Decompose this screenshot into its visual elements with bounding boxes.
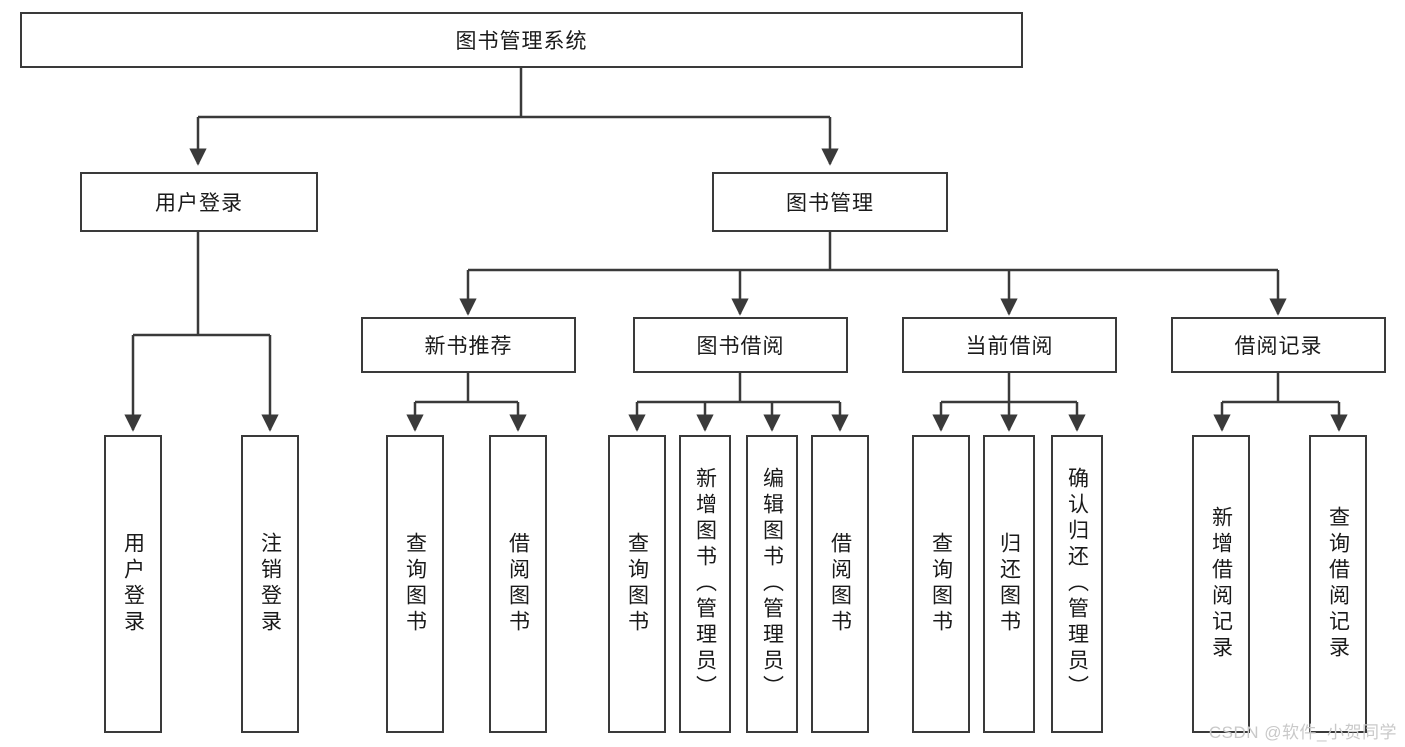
node-book-borrow-label: 图书借阅 bbox=[696, 335, 785, 358]
node-root-label: 图书管理系统 bbox=[455, 30, 588, 53]
node-leaf-query-book-1[interactable]: 查询图书 bbox=[386, 435, 444, 733]
node-root[interactable]: 图书管理系统 bbox=[20, 12, 1023, 68]
node-leaf-query-book-2-label: 查询图书 bbox=[625, 532, 649, 636]
node-borrow-record[interactable]: 借阅记录 bbox=[1171, 317, 1386, 373]
node-leaf-query-book-3-label: 查询图书 bbox=[929, 532, 953, 636]
node-borrow-record-label: 借阅记录 bbox=[1234, 335, 1323, 358]
node-leaf-confirm-return-label: 确认归还（管理员） bbox=[1065, 467, 1089, 701]
node-leaf-edit-book-label: 编辑图书（管理员） bbox=[760, 467, 784, 701]
node-leaf-borrow-book-2[interactable]: 借阅图书 bbox=[811, 435, 869, 733]
node-user-login-label: 用户登录 bbox=[155, 192, 243, 215]
node-leaf-add-record-label: 新增借阅记录 bbox=[1209, 506, 1233, 662]
node-leaf-add-book-label: 新增图书（管理员） bbox=[693, 467, 717, 701]
node-new-book-recommend-label: 新书推荐 bbox=[424, 335, 513, 358]
node-leaf-query-book-1-label: 查询图书 bbox=[403, 532, 427, 636]
node-leaf-confirm-return[interactable]: 确认归还（管理员） bbox=[1051, 435, 1103, 733]
node-new-book-recommend[interactable]: 新书推荐 bbox=[361, 317, 576, 373]
node-book-manage-label: 图书管理 bbox=[786, 192, 874, 215]
node-leaf-return-book-label: 归还图书 bbox=[997, 532, 1021, 636]
node-leaf-add-book[interactable]: 新增图书（管理员） bbox=[679, 435, 731, 733]
node-leaf-borrow-book-1-label: 借阅图书 bbox=[506, 532, 530, 636]
node-leaf-edit-book[interactable]: 编辑图书（管理员） bbox=[746, 435, 798, 733]
node-leaf-query-book-2[interactable]: 查询图书 bbox=[608, 435, 666, 733]
node-current-borrow-label: 当前借阅 bbox=[965, 335, 1054, 358]
node-leaf-borrow-book-2-label: 借阅图书 bbox=[828, 532, 852, 636]
node-current-borrow[interactable]: 当前借阅 bbox=[902, 317, 1117, 373]
node-user-login[interactable]: 用户登录 bbox=[80, 172, 318, 232]
node-leaf-return-book[interactable]: 归还图书 bbox=[983, 435, 1035, 733]
node-book-manage[interactable]: 图书管理 bbox=[712, 172, 948, 232]
node-leaf-add-record[interactable]: 新增借阅记录 bbox=[1192, 435, 1250, 733]
node-leaf-user-login-label: 用户登录 bbox=[121, 532, 145, 636]
node-leaf-user-logout[interactable]: 注销登录 bbox=[241, 435, 299, 733]
node-leaf-borrow-book-1[interactable]: 借阅图书 bbox=[489, 435, 547, 733]
node-leaf-query-record-label: 查询借阅记录 bbox=[1326, 506, 1350, 662]
node-leaf-user-login[interactable]: 用户登录 bbox=[104, 435, 162, 733]
node-leaf-query-book-3[interactable]: 查询图书 bbox=[912, 435, 970, 733]
node-leaf-user-logout-label: 注销登录 bbox=[258, 532, 282, 636]
node-leaf-query-record[interactable]: 查询借阅记录 bbox=[1309, 435, 1367, 733]
node-book-borrow[interactable]: 图书借阅 bbox=[633, 317, 848, 373]
